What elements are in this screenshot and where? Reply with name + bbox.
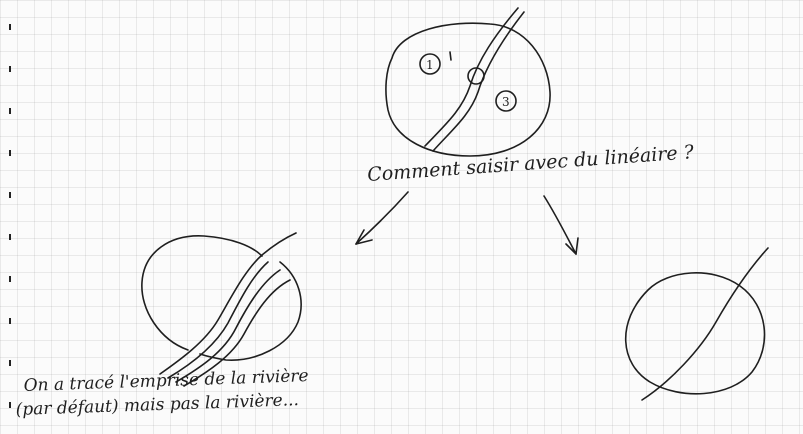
bottom-left-river-line-4 [183,279,291,387]
arrow-left-shaft [355,191,409,245]
zone-one-label: 1 [426,58,434,72]
top-river-bank-right [432,11,525,152]
top-river-bank-left [424,7,519,147]
arrow-left-head [355,229,373,245]
bottom-left-river-line-2 [167,261,269,379]
top-circle [385,22,551,157]
bottom-left-figure [141,232,302,387]
arrow-left [355,191,409,245]
zone-three-label: 3 [502,95,510,109]
top-figure: 1 3 [385,7,551,157]
margin-ticks [9,24,11,408]
arrow-right [543,195,579,255]
bottom-left-river-line-1 [159,232,297,375]
top-zone-one-marker [419,53,441,75]
bottom-right-line [641,247,769,401]
arrow-right-shaft [543,195,577,255]
bottom-left-circle [141,235,302,361]
top-zone-two-marker [467,67,485,85]
bottom-right-figure [624,247,769,401]
top-tick-mark [449,51,452,61]
top-zone-three-marker [495,90,517,112]
bottom-right-circle [624,272,766,395]
arrow-right-head [565,237,579,255]
bottom-left-river-line-3 [175,269,281,383]
